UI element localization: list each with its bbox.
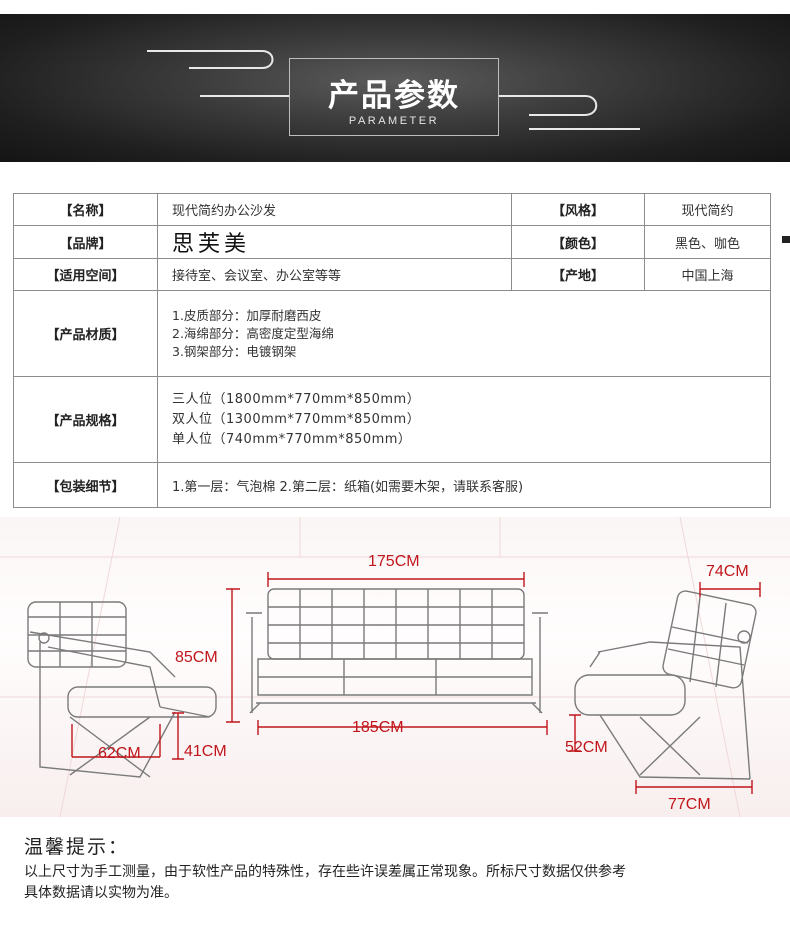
- banner-title: 产品参数: [328, 78, 460, 114]
- dim-top-width: 175CM: [368, 553, 420, 570]
- parameter-table: 【名称】 现代简约办公沙发 【风格】 现代简约 【品牌】 思芙美 【颜色】 黑色…: [13, 193, 771, 508]
- dim-bottom-width: 185CM: [352, 719, 404, 736]
- table-row: 【品牌】 思芙美 【颜色】 黑色、咖色: [13, 225, 771, 259]
- style-value: 现代简约: [644, 193, 771, 226]
- spec-item: 双人位（1300mm*770mm*850mm）: [172, 411, 421, 427]
- notice-line: 具体数据请以实物为准。: [24, 885, 178, 901]
- left-chair: [27, 601, 217, 778]
- material-item: 1.皮质部分：加厚耐磨西皮: [172, 307, 322, 323]
- name-value: 现代简约办公沙发: [157, 193, 512, 226]
- space-value: 接待室、会议室、办公室等等: [157, 258, 512, 291]
- material-list: 1.皮质部分：加厚耐磨西皮 2.海绵部分：高密度定型海绵 3.钢架部分：电镀钢架: [157, 290, 771, 377]
- table-row: 【产品材质】 1.皮质部分：加厚耐磨西皮 2.海绵部分：高密度定型海绵 3.钢架…: [13, 290, 771, 377]
- pack-value: 1.第一层：气泡棉 2.第二层：纸箱(如需要木架，请联系客服): [157, 462, 771, 508]
- material-item: 3.钢架部分：电镀钢架: [172, 343, 297, 359]
- material-item: 2.海绵部分：高密度定型海绵: [172, 325, 334, 341]
- dim-single-depth: 77CM: [668, 796, 711, 813]
- sofa-dimension-sketch: 175CM 85CM 185CM 62CM 41CM 74CM 52CM 77C…: [0, 517, 790, 817]
- right-chair: [574, 590, 757, 780]
- brand-value: 思芙美: [157, 225, 512, 259]
- spec-item: 三人位（1800mm*770mm*850mm）: [172, 391, 421, 407]
- table-row: 【适用空间】 接待室、会议室、办公室等等 【产地】 中国上海: [13, 258, 771, 291]
- dimension-lines: [71, 572, 761, 794]
- dim-single-width: 74CM: [706, 563, 749, 580]
- decorative-lines: [147, 50, 640, 130]
- notice-title: 温馨提示：: [24, 836, 130, 858]
- space-label: 【适用空间】: [13, 258, 158, 291]
- dim-height: 85CM: [175, 649, 218, 666]
- notice-text: 以上尺寸为手工测量，由于软性产品的特殊性，存在些许误差属正常现象。所标尺寸数据仅…: [24, 862, 784, 904]
- table-row: 【产品规格】 三人位（1800mm*770mm*850mm） 双人位（1300m…: [13, 376, 771, 463]
- color-value: 黑色、咖色: [644, 225, 771, 259]
- sofa-line-drawing: [0, 517, 790, 817]
- dim-left-depth: 62CM: [98, 745, 141, 762]
- spec-list: 三人位（1800mm*770mm*850mm） 双人位（1300mm*770mm…: [157, 376, 771, 463]
- dim-seat-height: 41CM: [184, 743, 227, 760]
- style-label: 【风格】: [511, 193, 645, 226]
- parameter-banner: 产品参数 PARAMETER: [0, 14, 790, 162]
- dim-single-seat: 52CM: [565, 739, 608, 756]
- material-label: 【产品材质】: [13, 290, 158, 377]
- spec-label: 【产品规格】: [13, 376, 158, 463]
- brand-label: 【品牌】: [13, 225, 158, 259]
- table-row: 【包装细节】 1.第一层：气泡棉 2.第二层：纸箱(如需要木架，请联系客服): [13, 462, 771, 508]
- notice-line: 以上尺寸为手工测量，由于软性产品的特殊性，存在些许误差属正常现象。所标尺寸数据仅…: [24, 864, 626, 880]
- table-row: 【名称】 现代简约办公沙发 【风格】 现代简约: [13, 193, 771, 226]
- spec-item: 单人位（740mm*770mm*850mm）: [172, 431, 412, 447]
- pack-label: 【包装细节】: [13, 462, 158, 508]
- color-label: 【颜色】: [511, 225, 645, 259]
- name-label: 【名称】: [13, 193, 158, 226]
- banner-frame: [289, 58, 499, 136]
- origin-value: 中国上海: [644, 258, 771, 291]
- origin-label: 【产地】: [511, 258, 645, 291]
- side-marker: [782, 236, 790, 243]
- banner-subtitle: PARAMETER: [348, 115, 440, 127]
- three-seat-sofa: [246, 588, 548, 714]
